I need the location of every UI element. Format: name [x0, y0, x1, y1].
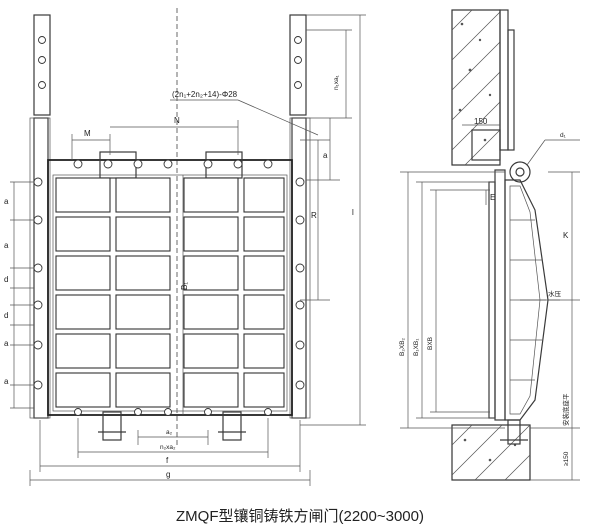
install-plane-label: 安装底座平: [561, 393, 570, 426]
dim-n2xa2: n₂xa₂: [160, 444, 176, 451]
dim-R: R: [311, 211, 317, 220]
front-view: a a d d a a M N (2n₁+2n₂+14)-Φ28 B₁ R a …: [4, 8, 366, 486]
left-guide-rail-upper: [33, 14, 51, 116]
top-bolt-row: [73, 159, 273, 169]
dim-ge150: ≥150: [563, 451, 570, 466]
right-guide-rail-upper: [289, 14, 307, 116]
bottom-bolt-row: [74, 408, 272, 441]
dim-n1xa1: n₁xa₁: [333, 74, 340, 90]
dim-d-2: d: [4, 311, 8, 320]
hole-formula: (2n₁+2n₂+14)-Φ28: [172, 90, 238, 99]
dim-a-4: a: [4, 377, 9, 386]
dim-a2: a₂: [166, 429, 173, 436]
label-E: E: [490, 193, 495, 202]
dim-B2xB2: B₂XB₂: [399, 337, 406, 356]
dim-a-2: a: [4, 241, 9, 250]
water-pressure-label: 水压: [548, 289, 562, 298]
dim-N: N: [174, 116, 180, 125]
dim-a-3: a: [4, 339, 9, 348]
side-guide-rail: [499, 9, 509, 151]
dim-d1: d₁: [560, 132, 567, 139]
pivot-d1: [509, 161, 531, 183]
dim-BxB: BXB: [427, 337, 434, 350]
gate-panel-grid: [55, 177, 285, 408]
dim-K: K: [563, 231, 569, 240]
side-view: 150 d₁ E B₂: [399, 9, 580, 481]
dim-g: g: [166, 470, 170, 479]
dim-B1: B₁: [180, 282, 189, 290]
dim-M: M: [84, 129, 91, 138]
left-dimension-chain: [10, 181, 34, 409]
concrete-wall-upper: [451, 9, 501, 166]
dim-B1xB1: B₁XB₁: [413, 338, 420, 356]
dim-a-top: a: [323, 151, 328, 160]
dim-f: f: [166, 456, 169, 465]
dim-150: 150: [474, 117, 488, 126]
drawing-caption: ZMQF型镶铜铸铁方闸门(2200~3000): [176, 508, 424, 525]
dim-l: l: [352, 208, 354, 217]
dim-a-1: a: [4, 197, 9, 206]
concrete-wall-lower: [451, 424, 531, 481]
concrete-hatch-upper: [451, 9, 501, 166]
dim-d-1: d: [4, 275, 8, 284]
